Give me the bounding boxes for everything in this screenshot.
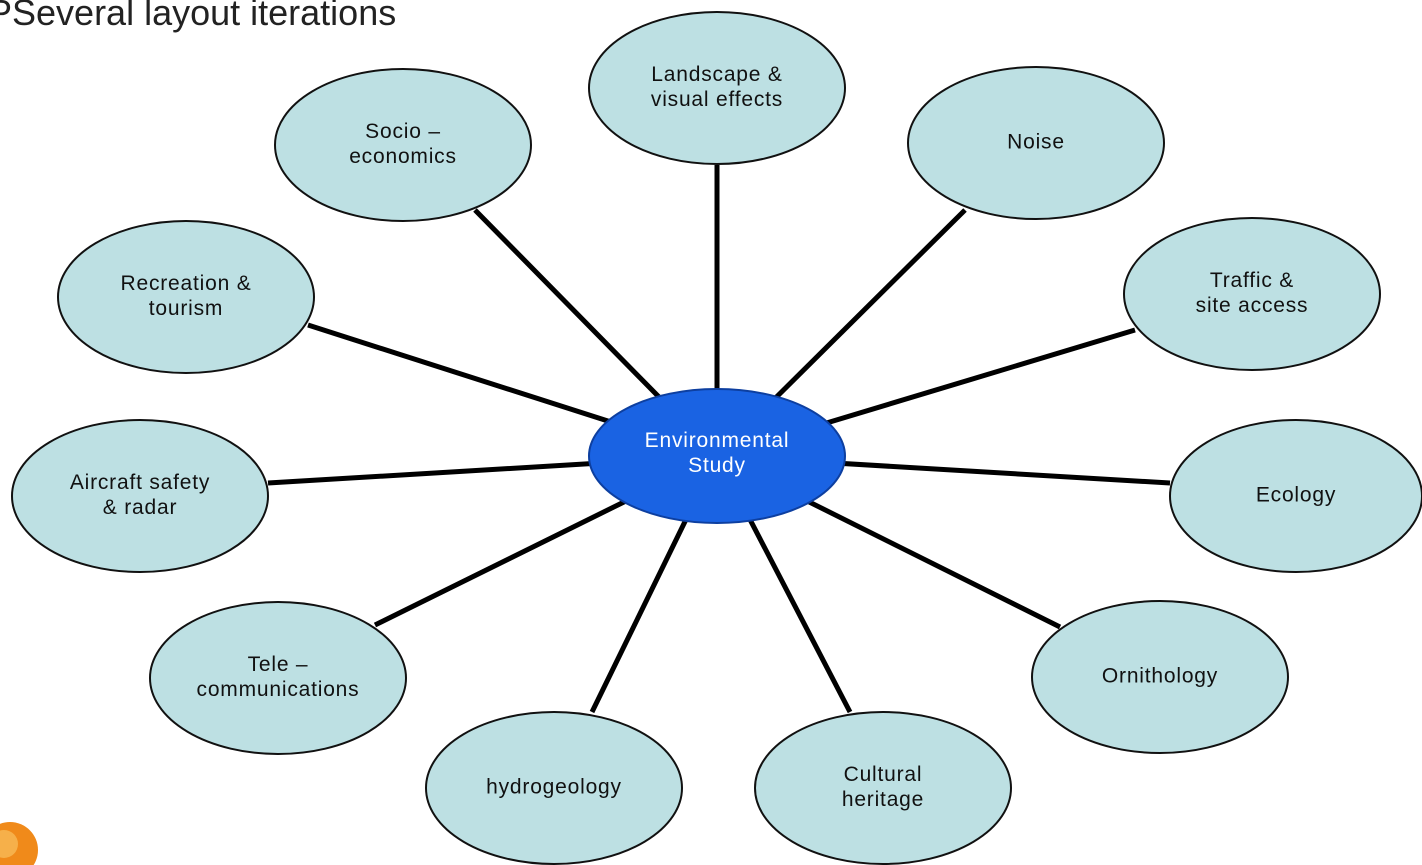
node-socio-economics: Socio –economics — [274, 68, 532, 222]
node-landscape-bubble — [588, 11, 846, 165]
node-telecommunications: Tele –communications — [149, 601, 407, 755]
node-ornithology: Ornithology — [1031, 600, 1289, 754]
node-telecommunications-bubble — [149, 601, 407, 755]
node-traffic-label-line-1: Traffic & — [1210, 269, 1294, 292]
node-cultural-heritage-bubble — [754, 711, 1012, 865]
node-hydrogeology-bubble — [425, 711, 683, 865]
node-ecology-bubble — [1169, 419, 1422, 573]
node-ecology: Ecology — [1169, 419, 1422, 573]
node-ornithology-label-line-1: Ornithology — [1102, 665, 1218, 688]
node-aircraft-label-line-1: Aircraft safety — [70, 471, 210, 494]
node-recreation-label-line-1: Recreation & — [121, 272, 252, 295]
node-cultural-heritage-label-line-1: Cultural — [844, 763, 923, 786]
node-aircraft-label-line-2: & radar — [103, 496, 177, 519]
node-socio-economics-label-line-2: economics — [349, 145, 457, 168]
node-noise: Noise — [907, 66, 1165, 220]
node-recreation: Recreation &tourism — [57, 220, 315, 374]
node-hydrogeology: hydrogeology — [425, 711, 683, 865]
node-aircraft-bubble — [11, 419, 269, 573]
node-landscape-label-line-1: Landscape & — [651, 63, 782, 86]
node-traffic-label-line-2: site access — [1196, 294, 1309, 317]
center-node-label-line-1: Environmental — [645, 429, 790, 452]
node-ecology-label-line-1: Ecology — [1256, 484, 1336, 507]
center-node-bubble — [588, 388, 846, 524]
node-telecommunications-label-line-2: communications — [197, 678, 360, 701]
node-telecommunications-label-line-1: Tele – — [248, 653, 309, 676]
node-socio-economics-bubble — [274, 68, 532, 222]
node-recreation-label-line-2: tourism — [149, 297, 223, 320]
node-traffic-bubble — [1123, 217, 1381, 371]
node-traffic: Traffic &site access — [1123, 217, 1381, 371]
orange-logo-icon — [0, 822, 38, 865]
node-landscape: Landscape &visual effects — [588, 11, 846, 165]
slide-heading: PSeveral layout iterations — [0, 0, 397, 33]
node-noise-bubble — [907, 66, 1165, 220]
center-node-label-line-2: Study — [688, 454, 746, 477]
node-noise-label-line-1: Noise — [1007, 131, 1065, 154]
node-ornithology-bubble — [1031, 600, 1289, 754]
node-hydrogeology-label-line-1: hydrogeology — [486, 776, 622, 799]
node-cultural-heritage-label-line-2: heritage — [842, 788, 924, 811]
node-landscape-label-line-2: visual effects — [651, 88, 783, 111]
node-socio-economics-label-line-1: Socio – — [365, 120, 441, 143]
node-recreation-bubble — [57, 220, 315, 374]
node-aircraft: Aircraft safety& radar — [11, 419, 269, 573]
